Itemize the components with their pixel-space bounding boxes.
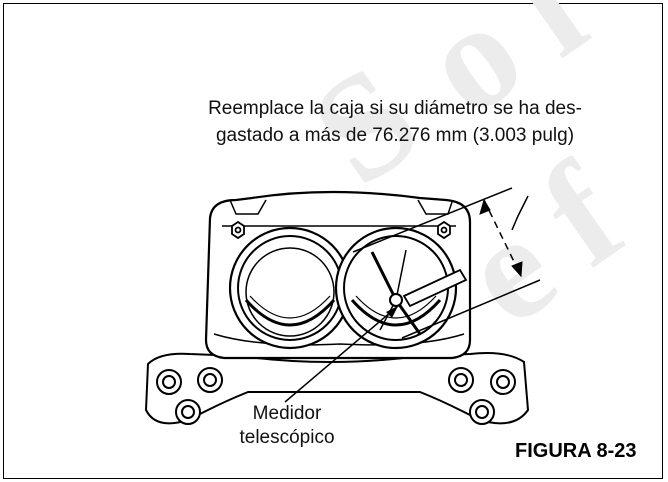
replacement-instruction: Reemplace la caja si su diámetro se ha d… [150,95,640,149]
diameter-dimension [352,187,541,339]
gauge-label-line-2: telescópico [239,427,335,448]
gauge-leader-line [284,305,399,403]
gauge-label-line-1: Medidor [252,403,322,424]
figure-frame [3,3,663,479]
right-bore [334,226,458,350]
instruction-line-2: gastado a más de 76.276 mm (3.003 pulg) [215,125,575,146]
gauge-label: Medidor telescópico [212,402,362,450]
left-bore [228,226,352,350]
telescopic-gauge [370,249,468,335]
instruction-line-1: Reemplace la caja si su diámetro se ha d… [208,98,582,119]
figure-label: FIGURA 8-23 [515,440,637,462]
